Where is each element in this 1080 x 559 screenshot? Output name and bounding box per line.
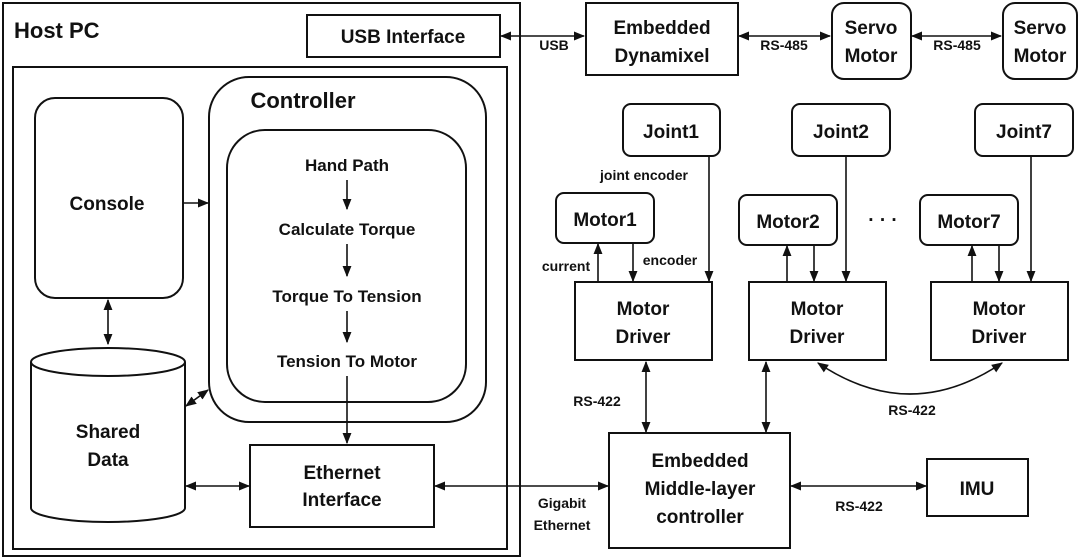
servo-motor-2-label-1: Servo	[1014, 18, 1067, 39]
servo-motor-2-label-2: Motor	[1014, 46, 1067, 67]
shared-data-cylinder-top	[30, 347, 186, 377]
motor-driver-7-label-1: Motor	[973, 299, 1026, 320]
motor-driver-1-label-1: Motor	[617, 299, 670, 320]
ethernet-interface-label-2: Interface	[302, 490, 381, 511]
joint-encoder-label: joint encoder	[599, 167, 688, 183]
console-box	[34, 97, 184, 299]
ethernet-interface-box	[249, 444, 435, 528]
shared-data-label-2: Data	[87, 450, 129, 471]
step-hand-path: Hand Path	[305, 156, 389, 175]
current-label: current	[542, 258, 591, 274]
rs422-driver1-label: RS-422	[573, 393, 621, 409]
servo-motor-1-box	[831, 2, 912, 80]
usb-link-label: USB	[539, 37, 569, 53]
console-label: Console	[70, 194, 145, 215]
shared-data-controller-arrow	[185, 389, 209, 407]
encoder-label: encoder	[643, 252, 698, 268]
controller-title: Controller	[250, 88, 356, 113]
imu-box	[926, 458, 1029, 517]
usb-interface-label: USB Interface	[341, 27, 466, 48]
motor-ellipsis: · · ·	[868, 210, 898, 231]
usb-interface-box	[306, 14, 501, 58]
servo-motor-1-label-1: Servo	[845, 18, 898, 39]
motor7-label: Motor7	[937, 212, 1000, 233]
motor-driver-2-box	[748, 281, 887, 361]
motor-driver-1-box	[574, 281, 713, 361]
joint1-label: Joint1	[643, 122, 699, 143]
step-tension-to-motor: Tension To Motor	[277, 352, 417, 371]
gigabit-label-1: Gigabit	[538, 495, 587, 511]
joint7-box	[974, 103, 1074, 157]
servo-motor-2-box	[1002, 2, 1078, 80]
joint7-label: Joint7	[996, 122, 1052, 143]
step-torque-to-tension: Torque To Tension	[272, 287, 421, 306]
joint2-label: Joint2	[813, 122, 869, 143]
rs422-daisy-label: RS-422	[888, 402, 936, 418]
joint2-box	[791, 103, 891, 157]
joint1-box	[622, 103, 721, 157]
motor-driver-7-label-2: Driver	[972, 327, 1028, 348]
shared-data-cylinder	[30, 362, 186, 523]
middle-layer-label-2: Middle-layer	[645, 479, 756, 500]
middle-layer-label-1: Embedded	[651, 451, 748, 472]
motor-driver-1-label-2: Driver	[616, 327, 672, 348]
motor1-label: Motor1	[573, 210, 637, 231]
motor-driver-7-box	[930, 281, 1069, 361]
imu-label: IMU	[960, 479, 995, 500]
host-pc-title: Host PC	[14, 18, 100, 43]
motor1-box	[555, 192, 655, 244]
embedded-dynamixel-label-1: Embedded	[613, 18, 710, 39]
rs485-link-1-label: RS-485	[760, 37, 808, 53]
motor-driver-2-label-1: Motor	[791, 299, 844, 320]
motor-driver-2-label-2: Driver	[790, 327, 846, 348]
shared-data-label-1: Shared	[76, 422, 140, 443]
rs485-link-2-label: RS-485	[933, 37, 981, 53]
servo-motor-1-label-2: Motor	[845, 46, 898, 67]
middle-layer-controller-box	[608, 432, 791, 549]
embedded-dynamixel-box	[585, 2, 739, 76]
driver2-driver7-arc	[817, 362, 1003, 395]
motor2-label: Motor2	[756, 212, 819, 233]
middle-layer-label-3: controller	[656, 507, 744, 528]
step-calculate-torque: Calculate Torque	[279, 220, 416, 239]
embedded-dynamixel-label-2: Dynamixel	[614, 46, 709, 67]
rs422-imu-label: RS-422	[835, 498, 883, 514]
ethernet-interface-label-1: Ethernet	[303, 463, 381, 484]
gigabit-label-2: Ethernet	[534, 517, 591, 533]
